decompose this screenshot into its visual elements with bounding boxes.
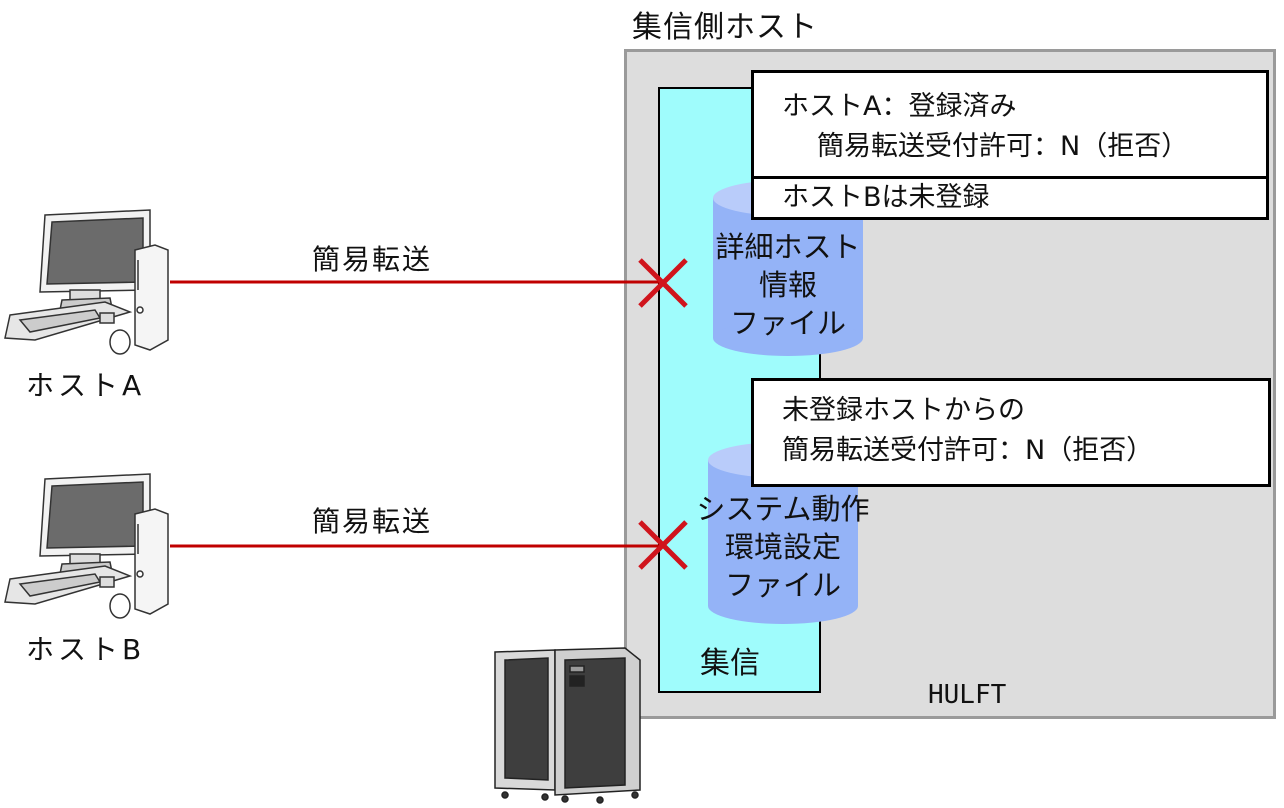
- connection-label-host-b: 簡易転送: [312, 505, 433, 538]
- reject-x-icon-host-b: [638, 520, 688, 570]
- host-a-note-line1: ホストA：登録済み: [782, 91, 1017, 122]
- db1-line2: 情報: [758, 268, 817, 302]
- desktop-computer-icon-host-b: [4, 473, 169, 619]
- host-a-note-line2: 簡易転送受付許可：N（拒否）: [817, 131, 1189, 162]
- receive-label: 集信: [700, 646, 760, 681]
- host-b-registration-note: ホストBは未登録: [751, 176, 1269, 220]
- db2-line2: 環境設定: [724, 530, 841, 564]
- hulft-label: HULFT: [928, 680, 1007, 710]
- db2-line3: ファイル: [724, 568, 841, 602]
- host-a-registration-note: ホストA：登録済み 簡易転送受付許可：N（拒否）: [751, 70, 1269, 179]
- receiving-host-title: 集信側ホスト: [632, 10, 818, 45]
- db1-line3: ファイル: [729, 306, 846, 340]
- desktop-computer-icon-host-a: [4, 209, 169, 355]
- server-rack-icon: [494, 647, 641, 804]
- unregistered-note-line1: 未登録ホストからの: [782, 395, 1025, 426]
- db1-line1: 詳細ホスト: [715, 230, 861, 264]
- host-b-label: ホストB: [26, 633, 146, 666]
- host-b-note-line1: ホストBは未登録: [782, 182, 990, 213]
- connection-label-host-a: 簡易転送: [312, 243, 433, 276]
- db2-line1: システム動作: [696, 492, 870, 526]
- unregistered-note-line2: 簡易転送受付許可：N（拒否）: [782, 435, 1154, 466]
- system-config-file-label: システム動作 環境設定 ファイル: [683, 490, 883, 604]
- unregistered-host-note: 未登録ホストからの 簡易転送受付許可：N（拒否）: [751, 378, 1271, 487]
- host-a-label: ホストA: [26, 369, 146, 402]
- detail-host-info-file-label: 詳細ホスト 情報 ファイル: [693, 228, 883, 342]
- reject-x-icon-host-a: [638, 258, 688, 308]
